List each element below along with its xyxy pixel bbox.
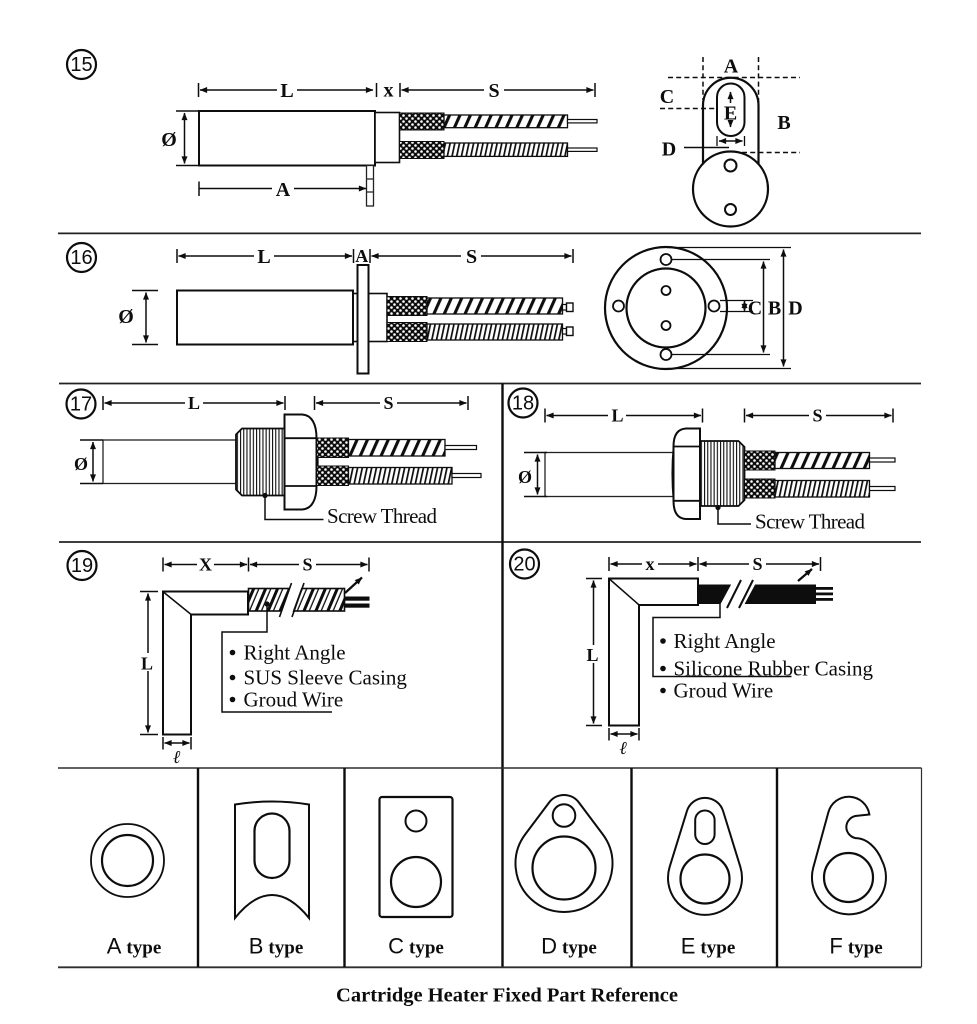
svg-text:Ø: Ø xyxy=(518,467,532,487)
svg-text:ℓ: ℓ xyxy=(173,747,181,767)
svg-text:C: C xyxy=(748,298,762,320)
svg-text:L: L xyxy=(188,393,200,413)
svg-text:S: S xyxy=(466,246,477,268)
svg-text:x: x xyxy=(384,80,394,102)
svg-text:L: L xyxy=(280,80,293,102)
svg-text:L: L xyxy=(257,246,270,268)
svg-text:Silicone Rubber Casing: Silicone Rubber Casing xyxy=(674,657,874,681)
svg-text:Groud Wire: Groud Wire xyxy=(674,679,774,703)
svg-text:16: 16 xyxy=(70,247,92,269)
svg-text:S: S xyxy=(383,393,393,413)
svg-text:SUS Sleeve Casing: SUS Sleeve Casing xyxy=(244,666,408,690)
svg-text:S: S xyxy=(302,555,312,575)
svg-text:S: S xyxy=(752,554,762,574)
svg-text:19: 19 xyxy=(71,555,93,577)
svg-text:L: L xyxy=(586,645,598,665)
svg-text:Screw Thread: Screw Thread xyxy=(327,504,438,528)
svg-text:S: S xyxy=(488,80,499,102)
svg-text:L: L xyxy=(611,406,623,426)
svg-text:C: C xyxy=(660,86,674,108)
svg-text:B: B xyxy=(777,112,790,134)
svg-text:D: D xyxy=(788,298,802,320)
svg-text:Right Angle: Right Angle xyxy=(244,641,346,665)
svg-text:18: 18 xyxy=(512,393,534,415)
svg-text:Right Angle: Right Angle xyxy=(674,629,776,653)
svg-text:Ø: Ø xyxy=(74,454,88,474)
svg-text:D: D xyxy=(662,139,676,161)
svg-text:S: S xyxy=(812,406,822,426)
svg-text:x: x xyxy=(646,554,655,574)
svg-text:Screw Thread: Screw Thread xyxy=(755,510,866,534)
svg-text:17: 17 xyxy=(70,394,92,416)
svg-text:Groud Wire: Groud Wire xyxy=(244,688,344,712)
svg-text:E: E xyxy=(724,103,737,125)
svg-text:A: A xyxy=(724,56,739,78)
svg-text:Ø: Ø xyxy=(118,306,134,328)
svg-text:A: A xyxy=(276,179,291,201)
svg-text:L: L xyxy=(141,654,153,674)
svg-text:20: 20 xyxy=(513,554,535,576)
svg-text:15: 15 xyxy=(70,54,92,76)
svg-text:B: B xyxy=(768,298,781,320)
svg-text:X: X xyxy=(199,555,212,575)
svg-text:ℓ: ℓ xyxy=(620,738,628,758)
svg-text:A: A xyxy=(355,246,368,266)
svg-text:Cartridge Heater Fixed Part Re: Cartridge Heater Fixed Part Reference xyxy=(336,985,678,1007)
svg-text:Ø: Ø xyxy=(161,129,177,151)
